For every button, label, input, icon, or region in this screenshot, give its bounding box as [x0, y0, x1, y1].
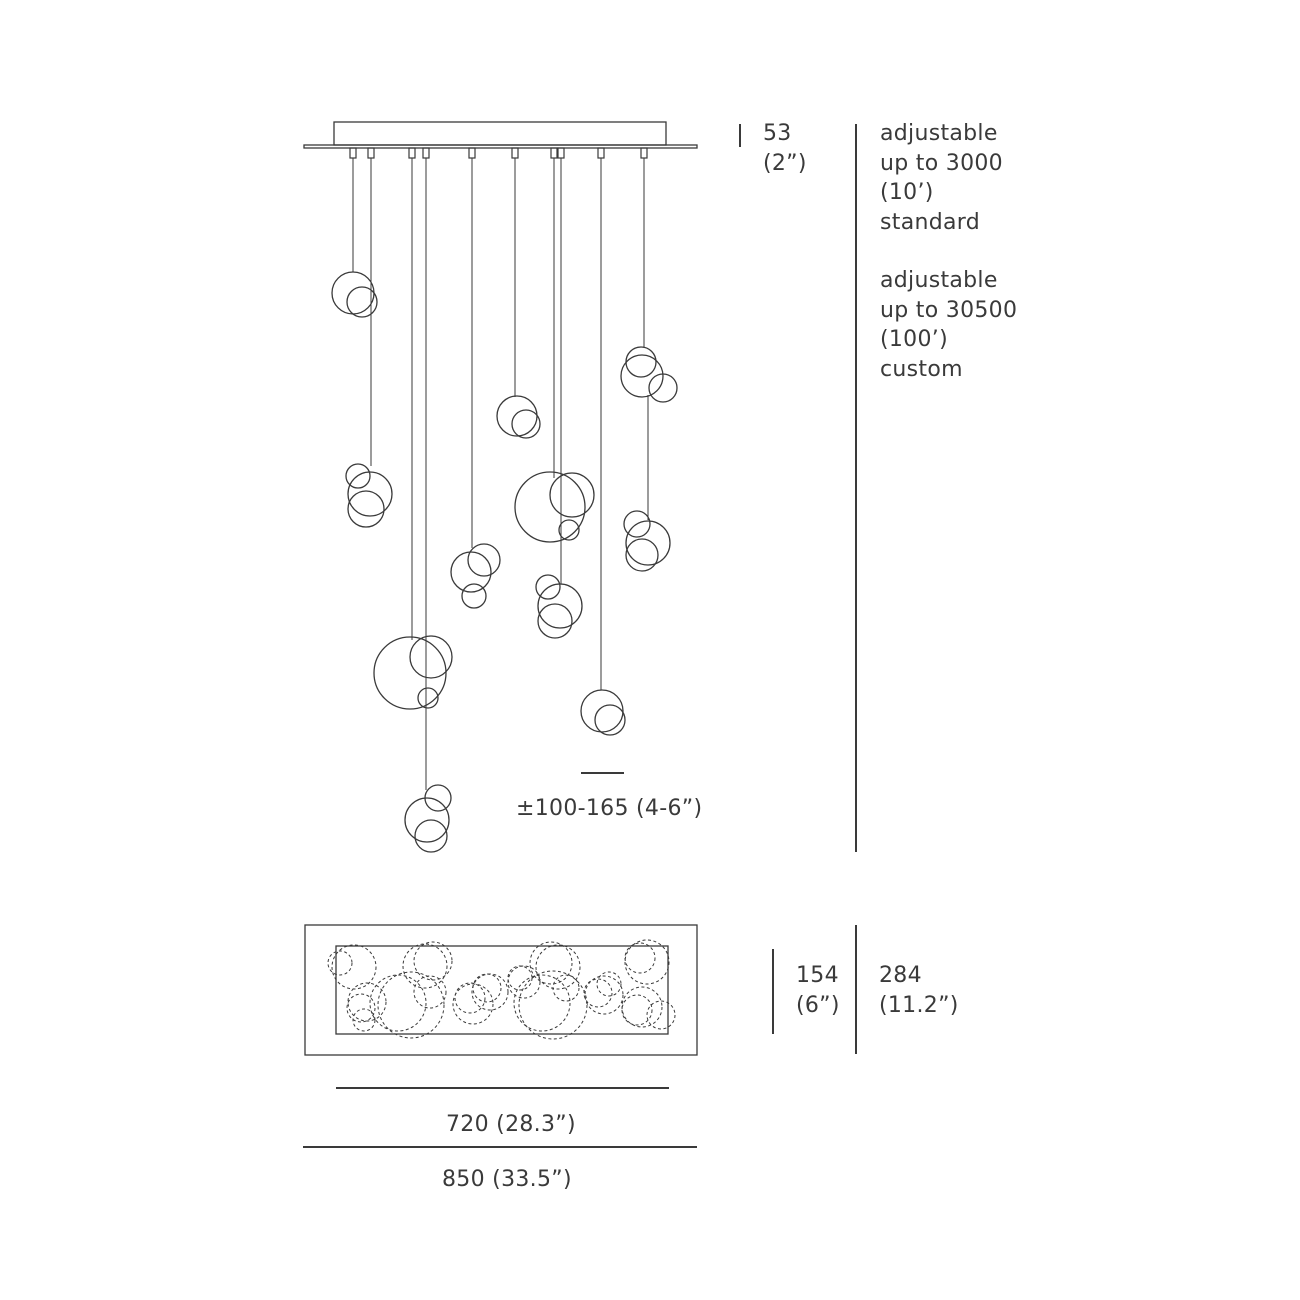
canopy-height-label: 53 (2”) [763, 119, 807, 178]
drop-custom-line-1: adjustable [880, 268, 998, 293]
canopy-height-inch: (2”) [763, 150, 807, 176]
drop-length-custom-label: adjustable up to 30500 (100’) custom [880, 266, 1017, 384]
drop-length-standard-label: adjustable up to 3000 (10’) standard [880, 119, 1003, 237]
outer-canopy-outline [304, 924, 698, 1056]
inner-width-label: 720 (28.3”) [446, 1112, 576, 1137]
drop-standard-line-2: up to 3000 [880, 150, 1003, 176]
bubble-footprints [327, 939, 676, 1040]
cable-grips [349, 147, 648, 159]
outer-depth-label: 284 (11.2”) [879, 961, 959, 1020]
elevation-view [303, 121, 698, 853]
pendant-spacing-label: ±100-165 (4-6”) [516, 796, 703, 821]
outer-depth-mm: 284 [879, 963, 922, 988]
suspension-cables [352, 158, 649, 790]
canopy-height-mm: 53 [763, 121, 792, 146]
drop-standard-line-1: adjustable [880, 121, 998, 146]
inner-depth-inch: (6”) [796, 992, 840, 1018]
dimension-lines [303, 124, 857, 1148]
inner-depth-mm: 154 [796, 963, 839, 988]
inner-depth-label: 154 (6”) [796, 961, 840, 1020]
drop-custom-line-2: up to 30500 [880, 297, 1018, 323]
outer-width-label: 850 (33.5”) [442, 1167, 572, 1192]
drop-standard-line-3: (10’) [880, 180, 934, 205]
drop-standard-line-4: standard [880, 209, 980, 235]
glass-bubbles [331, 271, 678, 853]
ceiling-canopy [303, 121, 698, 149]
drop-custom-line-4: custom [880, 356, 963, 382]
inner-canopy-outline [335, 945, 669, 1035]
plan-view [304, 924, 698, 1056]
drop-custom-line-3: (100’) [880, 327, 948, 352]
outer-depth-inch: (11.2”) [879, 992, 959, 1018]
